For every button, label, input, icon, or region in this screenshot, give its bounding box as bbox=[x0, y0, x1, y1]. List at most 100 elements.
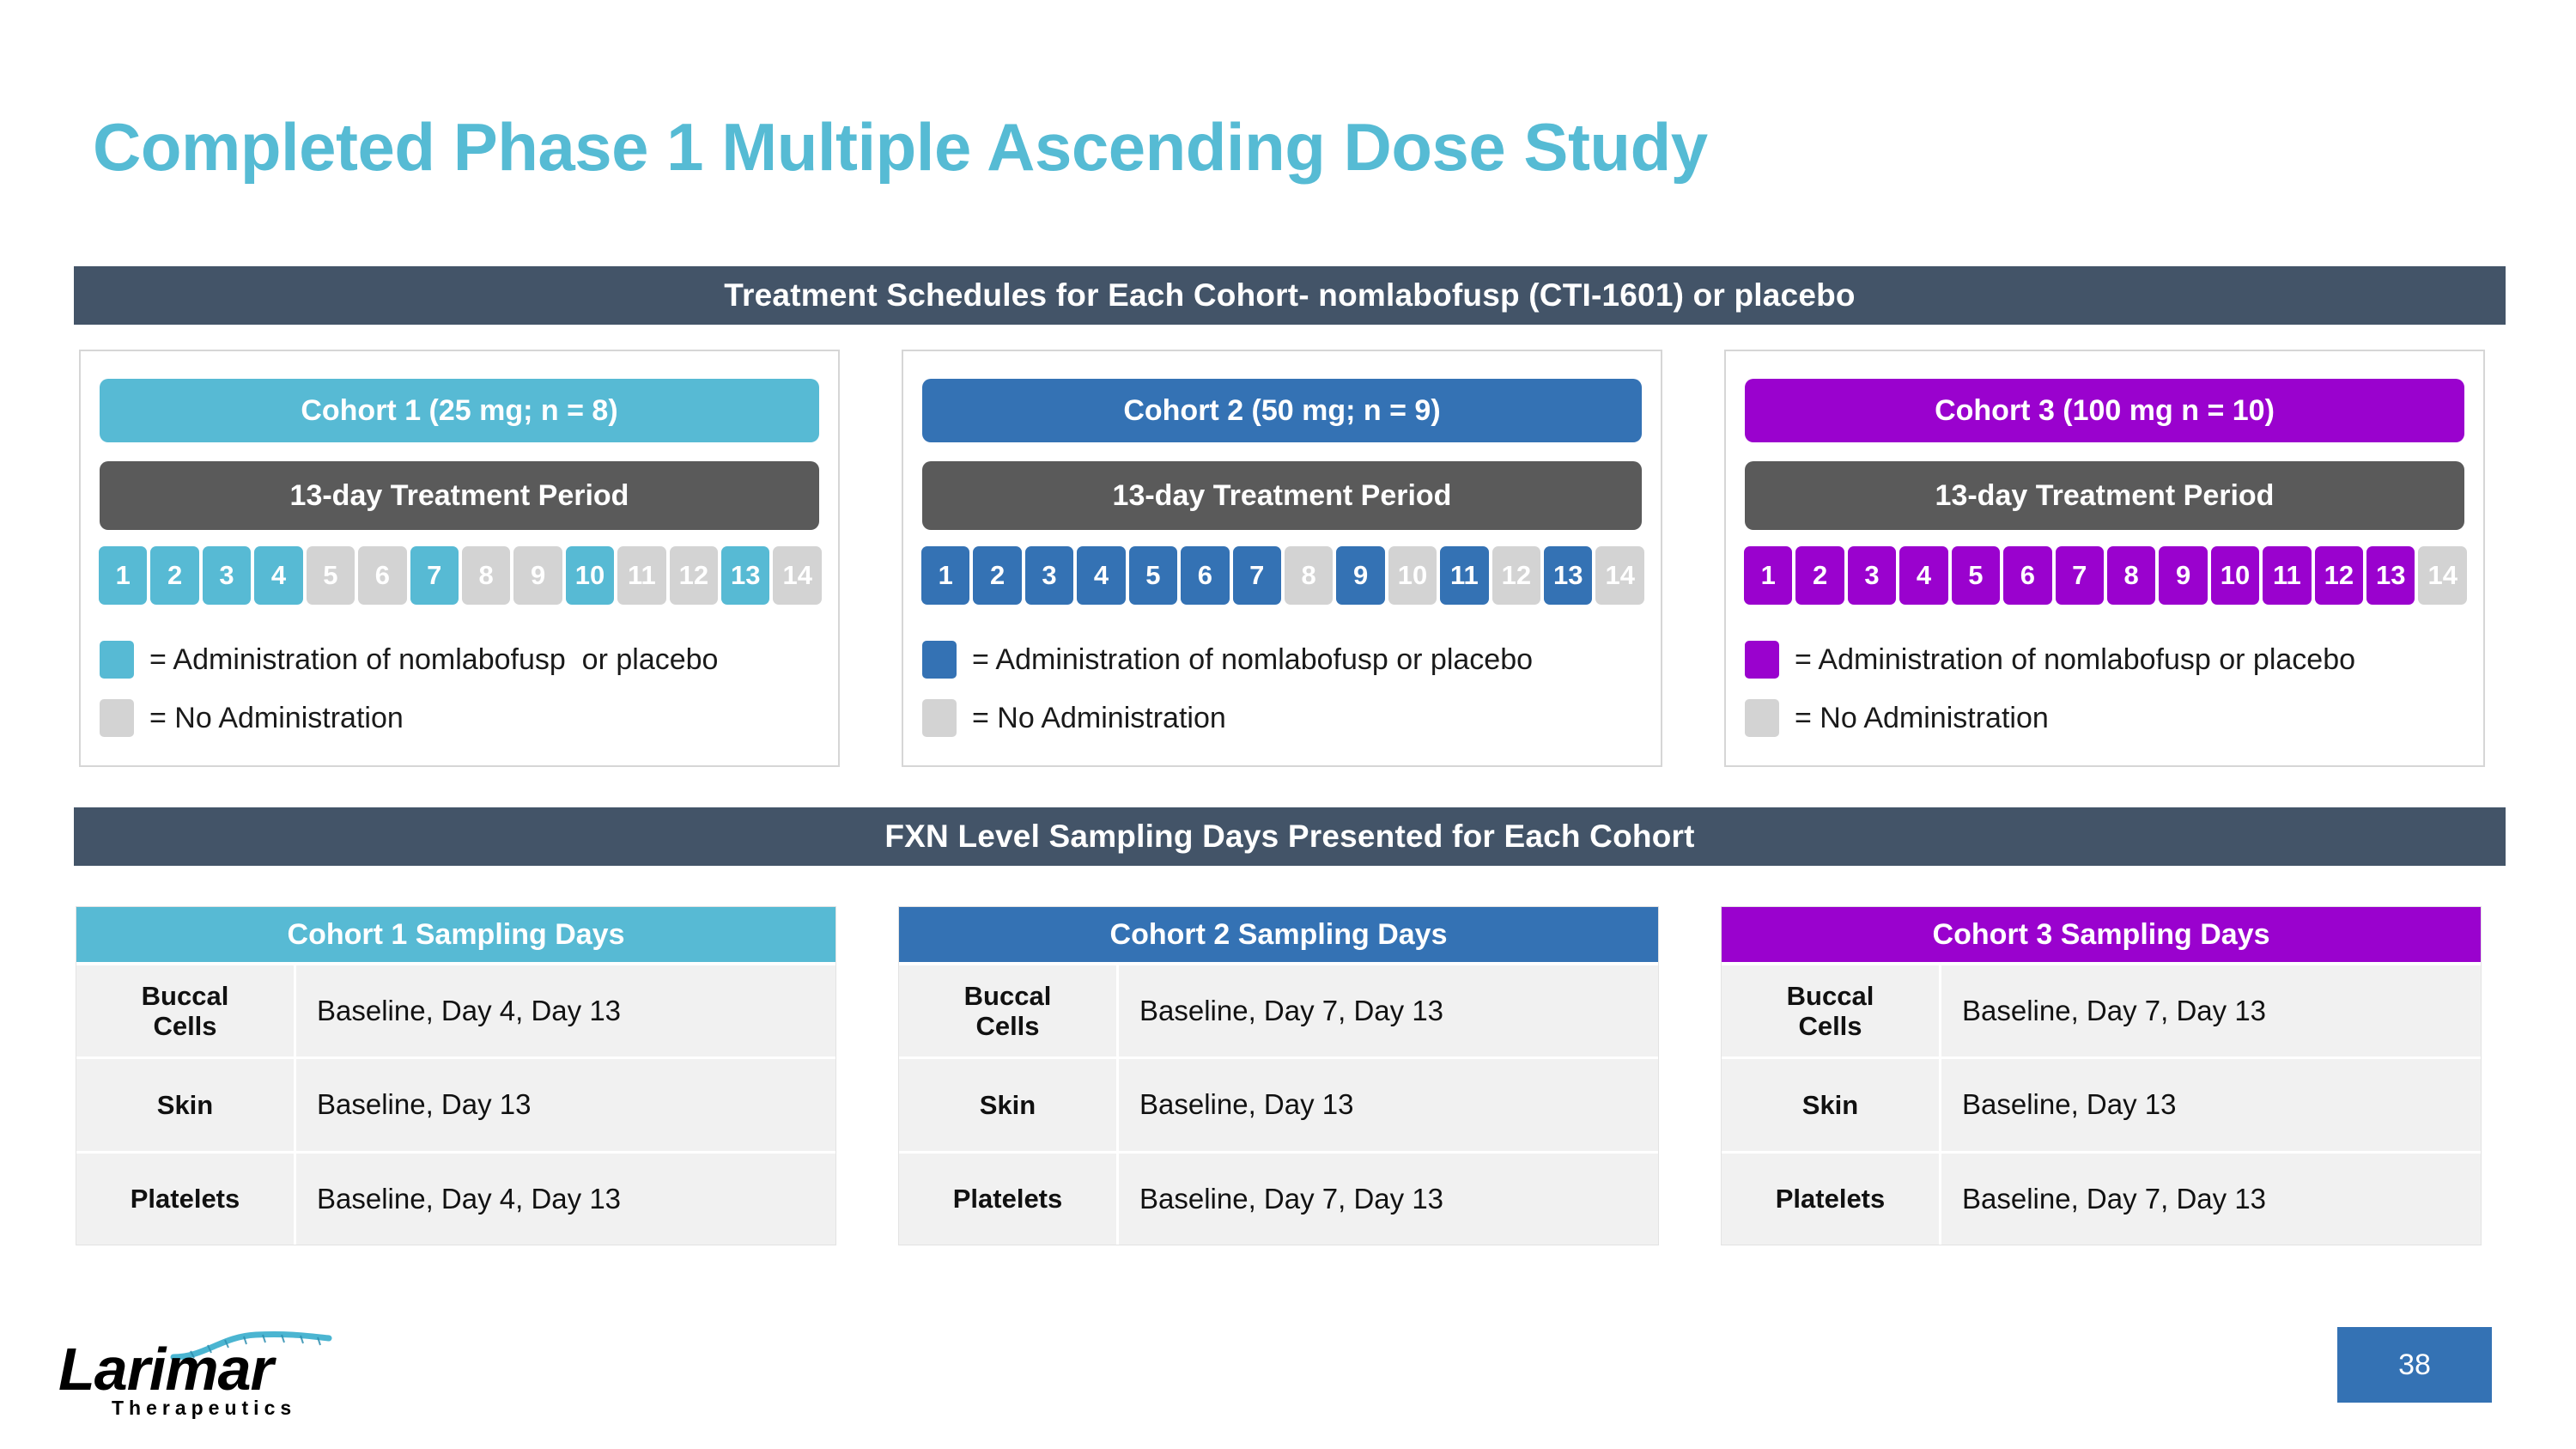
treatment-period-bar-1: 13-day Treatment Period bbox=[100, 461, 819, 530]
day-box-9: 9 bbox=[2159, 546, 2208, 605]
legend-label-no-administration: = No Administration bbox=[1795, 701, 2049, 734]
sample-type-label: Skin bbox=[1722, 1059, 1941, 1151]
day-box-4: 4 bbox=[1077, 546, 1126, 605]
sample-type-label: Platelets bbox=[899, 1153, 1119, 1245]
day-box-14: 14 bbox=[1595, 546, 1644, 605]
sampling-days-value: Baseline, Day 4, Day 13 bbox=[296, 965, 835, 1057]
day-box-8: 8 bbox=[2106, 546, 2156, 605]
legend-2: = Administration of nomlabofusp or place… bbox=[922, 635, 1647, 752]
legend-1: = Administration of nomlabofusp or place… bbox=[100, 635, 824, 752]
legend-swatch-no-administration bbox=[100, 699, 134, 737]
sampling-days-value: Baseline, Day 7, Day 13 bbox=[1941, 965, 2481, 1057]
day-box-7: 7 bbox=[1232, 546, 1281, 605]
day-box-10: 10 bbox=[2210, 546, 2260, 605]
day-box-14: 14 bbox=[2418, 546, 2467, 605]
day-box-2: 2 bbox=[150, 546, 199, 605]
day-box-6: 6 bbox=[358, 546, 407, 605]
section-banner-treatment-schedules: Treatment Schedules for Each Cohort- nom… bbox=[74, 266, 2506, 325]
cohort-header-3: Cohort 3 (100 mg n = 10) bbox=[1745, 379, 2464, 442]
treatment-period-bar-3: 13-day Treatment Period bbox=[1745, 461, 2464, 530]
day-box-7: 7 bbox=[410, 546, 459, 605]
day-box-10: 10 bbox=[565, 546, 615, 605]
sample-type-label: Skin bbox=[899, 1059, 1119, 1151]
day-box-4: 4 bbox=[1899, 546, 1948, 605]
sampling-days-value: Baseline, Day 7, Day 13 bbox=[1119, 965, 1658, 1057]
day-box-13: 13 bbox=[721, 546, 770, 605]
legend-row-administration: = Administration of nomlabofusp or place… bbox=[100, 635, 824, 685]
day-box-5: 5 bbox=[1128, 546, 1178, 605]
day-box-13: 13 bbox=[1544, 546, 1593, 605]
day-box-6: 6 bbox=[1181, 546, 1230, 605]
sampling-days-value: Baseline, Day 4, Day 13 bbox=[296, 1153, 835, 1245]
cohort-schedule-card-3: Cohort 3 (100 mg n = 10) 13-day Treatment… bbox=[1724, 350, 2485, 767]
cohort-header-1: Cohort 1 (25 mg; n = 8) bbox=[100, 379, 819, 442]
legend-3: = Administration of nomlabofusp or place… bbox=[1745, 635, 2470, 752]
sampling-days-value: Baseline, Day 13 bbox=[1941, 1059, 2481, 1151]
day-box-12: 12 bbox=[2314, 546, 2364, 605]
sampling-days-value: Baseline, Day 13 bbox=[296, 1059, 835, 1151]
day-box-13: 13 bbox=[2366, 546, 2415, 605]
legend-row-no-administration: = No Administration bbox=[1745, 693, 2470, 743]
treatment-period-bar-2: 13-day Treatment Period bbox=[922, 461, 1642, 530]
day-box-3: 3 bbox=[202, 546, 252, 605]
legend-label-administration: = Administration of nomlabofusp or place… bbox=[972, 642, 1534, 676]
sampling-table-header-1: Cohort 1 Sampling Days bbox=[76, 907, 835, 962]
legend-label-administration: = Administration of nomlabofusp or place… bbox=[1795, 642, 2356, 676]
legend-swatch-no-administration bbox=[922, 699, 957, 737]
day-box-8: 8 bbox=[1284, 546, 1334, 605]
legend-swatch-no-administration bbox=[1745, 699, 1779, 737]
day-box-11: 11 bbox=[617, 546, 666, 605]
legend-row-no-administration: = No Administration bbox=[100, 693, 824, 743]
day-box-2: 2 bbox=[1795, 546, 1844, 605]
sampling-days-value: Baseline, Day 13 bbox=[1119, 1059, 1658, 1151]
page-title: Completed Phase 1 Multiple Ascending Dos… bbox=[93, 109, 1708, 185]
legend-row-administration: = Administration of nomlabofusp or place… bbox=[1745, 635, 2470, 685]
page-number-badge: 38 bbox=[2337, 1327, 2492, 1403]
day-box-12: 12 bbox=[669, 546, 719, 605]
sample-type-label: Skin bbox=[76, 1059, 296, 1151]
cohort-header-2: Cohort 2 (50 mg; n = 9) bbox=[922, 379, 1642, 442]
day-box-2: 2 bbox=[973, 546, 1022, 605]
day-box-8: 8 bbox=[461, 546, 511, 605]
sampling-days-value: Baseline, Day 7, Day 13 bbox=[1941, 1153, 2481, 1245]
day-box-1: 1 bbox=[1744, 546, 1793, 605]
day-box-12: 12 bbox=[1492, 546, 1541, 605]
day-box-5: 5 bbox=[1951, 546, 2001, 605]
legend-label-no-administration: = No Administration bbox=[972, 701, 1226, 734]
day-box-11: 11 bbox=[1440, 546, 1489, 605]
legend-swatch-administration bbox=[100, 641, 134, 679]
legend-label-no-administration: = No Administration bbox=[149, 701, 404, 734]
day-box-14: 14 bbox=[773, 546, 822, 605]
day-box-10: 10 bbox=[1388, 546, 1437, 605]
day-box-9: 9 bbox=[513, 546, 562, 605]
day-box-4: 4 bbox=[254, 546, 303, 605]
day-box-9: 9 bbox=[1336, 546, 1385, 605]
day-box-1: 1 bbox=[99, 546, 148, 605]
legend-swatch-administration bbox=[1745, 641, 1779, 679]
legend-label-administration: = Administration of nomlabofusp or place… bbox=[149, 642, 719, 676]
logo-tagline: Therapeutics bbox=[112, 1397, 297, 1419]
legend-swatch-administration bbox=[922, 641, 957, 679]
day-box-7: 7 bbox=[2055, 546, 2104, 605]
sampling-table-header-3: Cohort 3 Sampling Days bbox=[1722, 907, 2481, 962]
sampling-table-header-2: Cohort 2 Sampling Days bbox=[899, 907, 1658, 962]
day-box-11: 11 bbox=[2263, 546, 2312, 605]
day-box-3: 3 bbox=[1847, 546, 1897, 605]
cohort-schedule-card-2: Cohort 2 (50 mg; n = 9) 13-day Treatment … bbox=[902, 350, 1662, 767]
